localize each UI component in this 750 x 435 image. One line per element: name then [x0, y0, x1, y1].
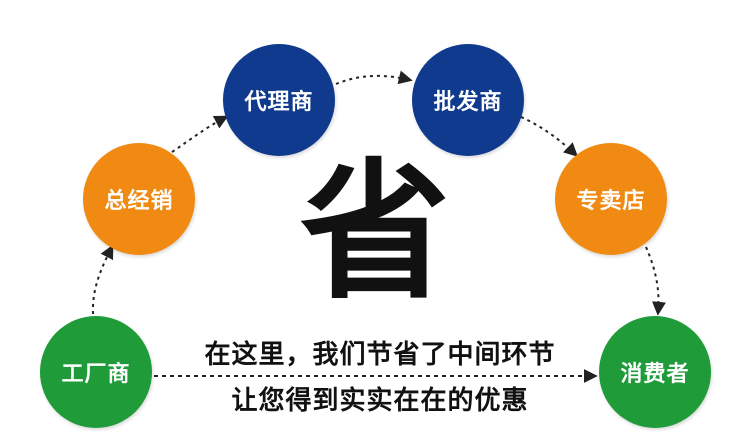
- node-agent-label: 代理商: [244, 90, 314, 115]
- message-line-2: 让您得到实实在在的优惠: [231, 386, 529, 416]
- node-consumer: 消费者: [599, 316, 711, 428]
- node-consumer-label: 消费者: [620, 362, 690, 387]
- arrow-agent-to-wholesaler: [335, 70, 413, 85]
- node-specialty-store-label: 专卖店: [576, 189, 646, 214]
- arrow-factory-to-general: [91, 244, 114, 315]
- arrow-wholesaler-to-store: [520, 116, 579, 157]
- node-general-distributor: 总经销: [83, 143, 195, 255]
- node-wholesaler-label: 批发商: [433, 90, 503, 115]
- arrow-store-to-consumer: [645, 246, 666, 316]
- node-wholesaler: 批发商: [412, 44, 524, 156]
- node-factory: 工厂商: [40, 316, 152, 428]
- center-save-character: 省: [300, 146, 451, 320]
- node-factory-label: 工厂商: [61, 362, 131, 387]
- node-agent: 代理商: [223, 44, 335, 156]
- node-general-distributor-label: 总经销: [104, 189, 174, 214]
- arrow-general-to-agent: [171, 115, 229, 153]
- node-specialty-store: 专卖店: [555, 143, 667, 255]
- message-line-1: 在这里，我们节省了中间环节: [204, 340, 556, 370]
